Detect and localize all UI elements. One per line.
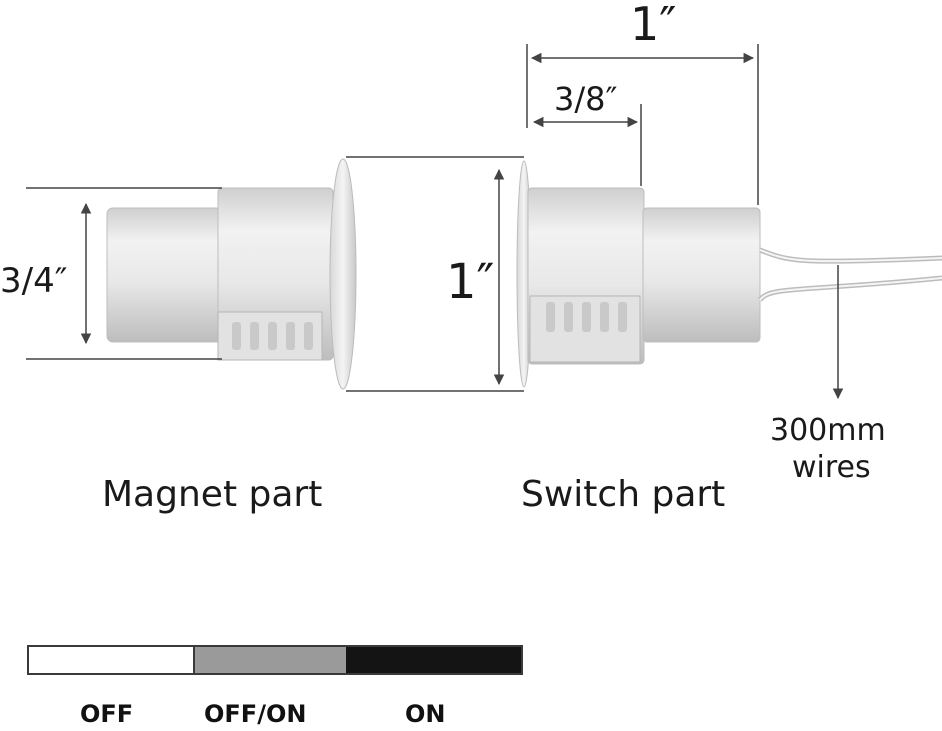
wires-length-label: 300mm: [770, 413, 886, 448]
overall-length-label: 1″: [630, 0, 676, 51]
flange-diameter-label: 1″: [446, 254, 494, 310]
switch-part: [516, 160, 942, 388]
switch-offset-label: 3/8″: [554, 80, 618, 118]
switch-rear-cylinder: [642, 207, 761, 343]
wires-label: wires: [792, 450, 871, 485]
legend-swatch-offon: [195, 647, 346, 673]
legend-swatch-on: [346, 647, 521, 673]
legend-label-offon: OFF/ON: [204, 700, 307, 728]
magnet-part: [106, 158, 357, 390]
wire-lower-highlight: [759, 277, 942, 301]
legend-label-off: OFF: [80, 700, 134, 728]
legend-swatch-off: [29, 647, 195, 673]
switch-ridges: [546, 302, 627, 332]
legend-label-on: ON: [405, 700, 446, 728]
switch-part-label: Switch part: [521, 474, 726, 515]
status-legend-bar: [27, 645, 523, 675]
magnet-diameter-label: 3/4″: [0, 261, 67, 301]
magnet-flange: [329, 158, 357, 390]
dimension-lines: [26, 44, 844, 400]
magnet-front-cylinder: [106, 207, 223, 343]
magnet-ridges: [232, 322, 313, 350]
magnet-part-label: Magnet part: [102, 474, 323, 515]
wire-upper-highlight: [759, 249, 942, 263]
